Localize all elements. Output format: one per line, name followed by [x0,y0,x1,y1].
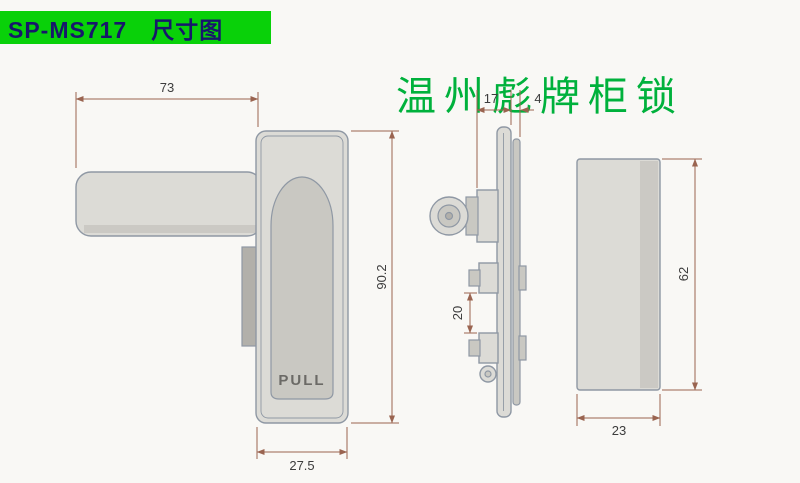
dim-value-62: 62 [676,267,691,281]
upper-latch-block [478,262,499,294]
cylinder-housing [476,189,499,243]
lock-body-inner-line [260,135,344,419]
pull-recess [270,176,334,400]
push-button-center [444,211,454,221]
dim-value-90.2: 90.2 [374,264,389,289]
lower-latch-screw [468,339,481,357]
handle-shadow [84,225,258,233]
dim-head-depth: 17 [476,90,512,188]
screw-head-center [484,370,492,378]
dim-back-height: 62 [662,158,702,391]
back-body-shade [640,161,658,388]
page-title: SP-MS717 尺寸图 [8,16,224,43]
dim-value-23: 23 [612,423,626,438]
lower-mount-tab [518,335,527,361]
front-view: PULL 73 90.2 27.5 [75,80,399,473]
back-body [576,158,661,391]
dim-value-17: 17 [484,91,498,106]
dim-value-27.5: 27.5 [289,458,314,473]
side-view: 17 4 20 [429,90,542,418]
back-view: 62 23 [576,158,702,438]
mounting-plate [496,126,512,418]
lower-latch-block [478,332,499,364]
dim-latch-gap: 20 [450,292,477,334]
dim-value-20: 20 [450,306,465,320]
dim-value-73: 73 [160,80,174,95]
upper-latch-screw [468,269,481,287]
dim-plate-thickness: 4 [519,90,542,137]
watermark-text: 温州彪牌柜锁 [396,74,684,120]
dim-body-width: 27.5 [256,427,348,473]
dim-body-height: 90.2 [351,130,399,424]
pull-label: PULL [278,372,325,389]
header-bar: SP-MS717 尺寸图 [0,11,271,44]
dim-handle-length: 73 [75,80,259,168]
dim-value-4: 4 [534,91,541,106]
dim-back-width: 23 [576,394,661,438]
upper-mount-tab [518,265,527,291]
